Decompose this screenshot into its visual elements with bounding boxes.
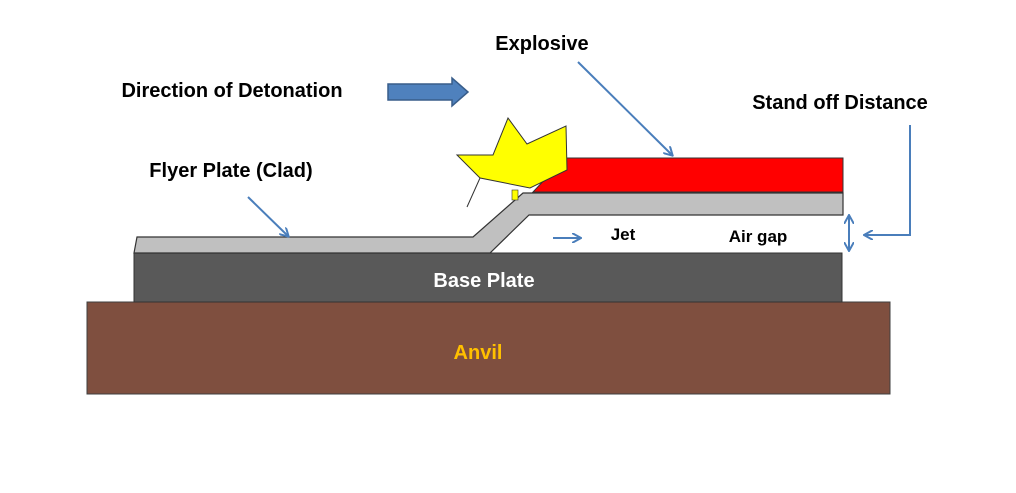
flyer-plate-label: Flyer Plate (Clad) bbox=[149, 160, 312, 182]
standoff-callout-arrow bbox=[865, 125, 911, 235]
detonation-direction-arrow-icon bbox=[387, 76, 470, 108]
base-plate bbox=[133, 252, 843, 303]
detonation-star-icon bbox=[455, 116, 568, 208]
explosive-layer bbox=[531, 157, 844, 193]
anvil-label: Anvil bbox=[454, 342, 503, 364]
jet-label: Jet bbox=[611, 225, 636, 244]
base-plate-label: Base Plate bbox=[433, 270, 534, 292]
standoff-label: Stand off Distance bbox=[752, 92, 928, 114]
anvil bbox=[86, 301, 891, 395]
explosive-label: Explosive bbox=[495, 33, 588, 55]
flyer-plate bbox=[133, 192, 844, 254]
detonation-spark bbox=[511, 189, 519, 201]
air-gap-label: Air gap bbox=[729, 227, 788, 246]
direction-label: Direction of Detonation bbox=[121, 80, 342, 102]
flyer-callout-arrow bbox=[247, 196, 288, 236]
explosive-callout-arrow bbox=[577, 61, 672, 155]
